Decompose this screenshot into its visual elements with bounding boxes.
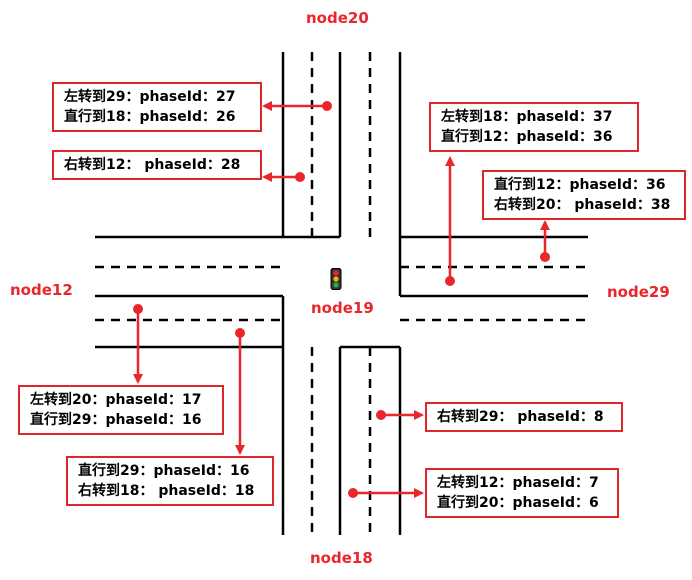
phase-box-west-straight-right: 直行到29：phaseId：16 右转到18： phaseId：18 <box>66 456 274 506</box>
phase-text: 右转到20： phaseId：38 <box>494 197 671 213</box>
south-road <box>281 345 402 535</box>
node-label-east: node29 <box>607 283 670 301</box>
phase-text: 直行到12：phaseId：36 <box>441 129 613 145</box>
arrow-east-left-straight <box>445 156 455 286</box>
arrow-west-left-straight <box>133 304 143 384</box>
phase-box-north-right: 右转到12： phaseId：28 <box>52 150 262 180</box>
phase-text: 直行到29：phaseId：16 <box>30 412 202 428</box>
phase-text: 右转到29： phaseId：8 <box>437 409 604 425</box>
phase-box-south-right: 右转到29： phaseId：8 <box>425 402 623 432</box>
north-road <box>281 52 402 239</box>
node-label-west: node12 <box>10 281 73 299</box>
phase-box-south-left-straight: 左转到12：phaseId：7 直行到20：phaseId：6 <box>425 468 619 518</box>
phase-text: 直行到20：phaseId：6 <box>437 495 599 511</box>
east-road <box>398 235 588 322</box>
phase-text: 直行到12：phaseId：36 <box>494 177 666 193</box>
phase-text: 左转到18：phaseId：37 <box>441 109 613 125</box>
phase-box-north-left-straight: 左转到29：phaseId：27 直行到18：phaseId：26 <box>52 82 262 132</box>
phase-text: 右转到12： phaseId：28 <box>64 157 241 173</box>
phase-text: 右转到18： phaseId：18 <box>78 483 255 499</box>
phase-text: 左转到12：phaseId：7 <box>437 475 599 491</box>
traffic-light-icon <box>330 268 342 290</box>
node-label-north: node20 <box>306 9 369 27</box>
west-road <box>95 235 285 349</box>
phase-box-east-left-straight: 左转到18：phaseId：37 直行到12：phaseId：36 <box>429 102 639 152</box>
phase-text: 直行到29：phaseId：16 <box>78 463 250 479</box>
node-label-south: node18 <box>310 549 373 567</box>
arrow-north-right <box>262 172 305 182</box>
phase-text: 左转到20：phaseId：17 <box>30 392 202 408</box>
phase-arrows <box>133 101 550 498</box>
node-label-center: node19 <box>311 299 374 317</box>
phase-text: 直行到18：phaseId：26 <box>64 109 236 125</box>
phase-text: 左转到29：phaseId：27 <box>64 89 236 105</box>
phase-box-west-left-straight: 左转到20：phaseId：17 直行到29：phaseId：16 <box>18 385 224 435</box>
arrow-south-right <box>376 410 424 420</box>
arrow-south-left-straight <box>348 488 424 498</box>
arrow-west-straight-right <box>235 328 245 455</box>
phase-box-east-straight-right: 直行到12：phaseId：36 右转到20： phaseId：38 <box>482 170 686 220</box>
arrow-east-straight-right <box>540 220 550 262</box>
arrow-north-left-straight <box>262 101 332 111</box>
